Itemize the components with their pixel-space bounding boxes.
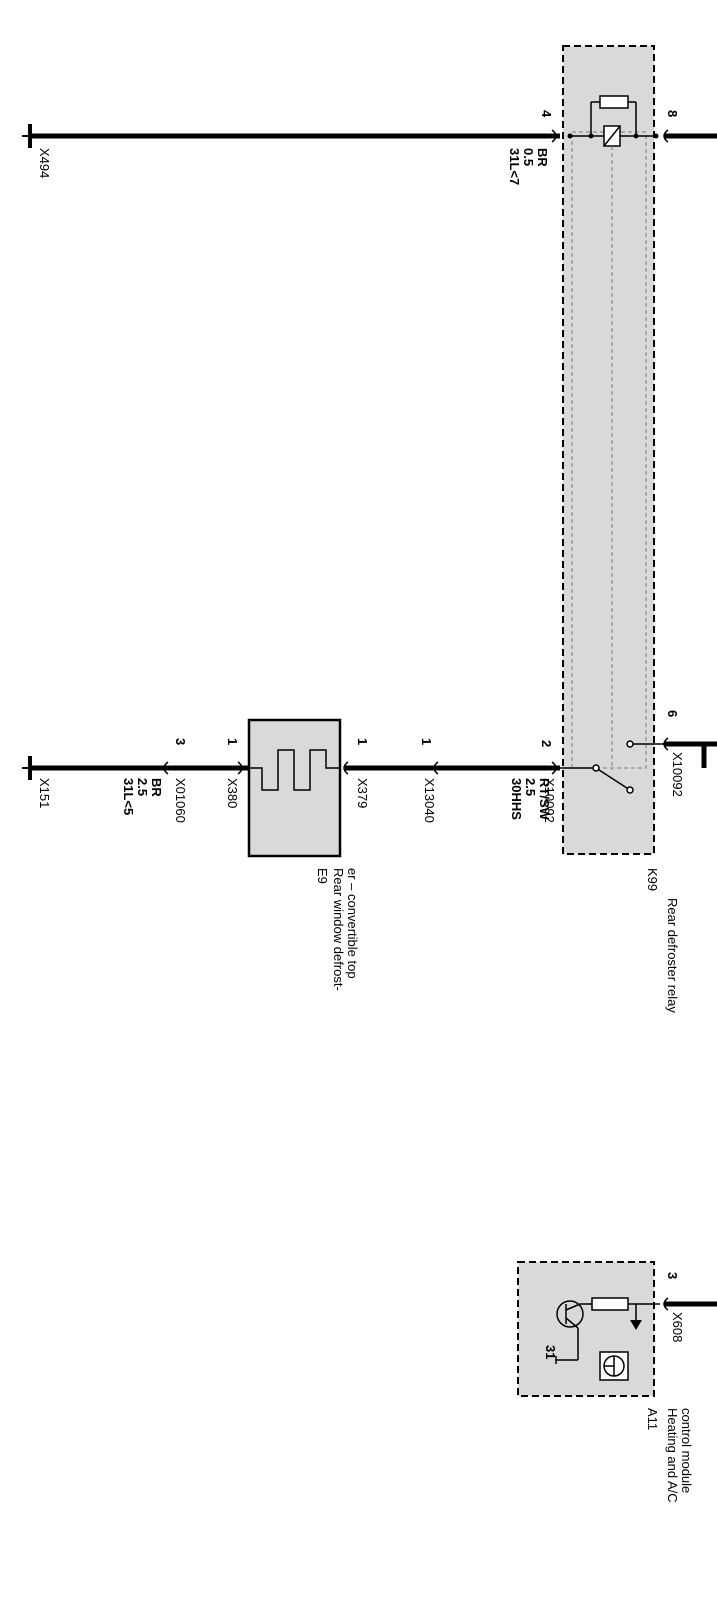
- ground-x151-icon: [22, 756, 32, 780]
- defroster-e9: [247, 718, 342, 858]
- defroster-e9-id: E9: [315, 868, 330, 884]
- connector-x13040: X13040: [422, 778, 437, 823]
- wire-31l5-label-2: 2.5: [135, 778, 150, 796]
- defroster-e9-name-1: Rear window defrost-: [331, 868, 346, 991]
- wire-31l5-label-3: BR: [149, 778, 164, 797]
- module-a11-id: A11: [645, 1408, 660, 1430]
- wire-31l7-label-2: 0.5: [521, 148, 536, 166]
- connector-x10092-right: X10092: [670, 752, 685, 797]
- ground-x494-icon: [22, 124, 32, 148]
- module-a11: [517, 1261, 717, 1397]
- x380-pin-label: 1: [225, 738, 240, 745]
- connector-x10092-left: X10092: [542, 778, 557, 823]
- module-ground-label: 31: [543, 1345, 558, 1359]
- heater-grid-icon: [249, 749, 340, 791]
- module-resistor-icon: [591, 1297, 629, 1311]
- arrow-down-icon: [630, 1320, 642, 1330]
- connector-x379: X379: [355, 778, 370, 808]
- module-a11-name-2: control module: [679, 1408, 694, 1493]
- connector-x01060: X01060: [173, 778, 188, 823]
- pin-8-label: 8: [665, 110, 680, 117]
- relay-k99-name: Rear defroster relay: [665, 898, 680, 1013]
- x608-pin-label: 3: [665, 1272, 680, 1279]
- wire-31l7-label-3: BR: [535, 148, 550, 167]
- defroster-e9-name-2: er – convertible top: [345, 868, 360, 979]
- resistor-icon: [599, 95, 629, 109]
- relay-k99: [560, 45, 664, 855]
- connector-x380: X380: [225, 778, 240, 808]
- x379-pin-label: 1: [355, 738, 370, 745]
- wire-31l7-label-1: 31L<7: [507, 148, 522, 185]
- x13040-pin-label: 1: [419, 738, 434, 745]
- wire-30hhs-label-1: 30HHS: [509, 778, 524, 820]
- relay-k99-id: K99: [645, 868, 660, 891]
- ground-x494-label: X494: [37, 148, 52, 178]
- x01060-pin-label: 3: [173, 738, 188, 745]
- wire-30hhs: [345, 741, 717, 771]
- pin-6-label: 6: [665, 710, 680, 717]
- pin-2-label: 2: [539, 740, 554, 747]
- module-a11-name-1: Heating and A/C: [665, 1408, 680, 1503]
- wire-31l5-label-1: 31L<5: [121, 778, 136, 815]
- transistor-icon: [556, 1300, 584, 1328]
- ground-x151-label: X151: [37, 778, 52, 808]
- connector-x608: X608: [670, 1312, 685, 1342]
- wire-30hhs-label-2: 2.5: [523, 778, 538, 796]
- pin-4-label: 4: [539, 110, 554, 118]
- wire-30hhs-label-3: RT/SW: [537, 778, 552, 821]
